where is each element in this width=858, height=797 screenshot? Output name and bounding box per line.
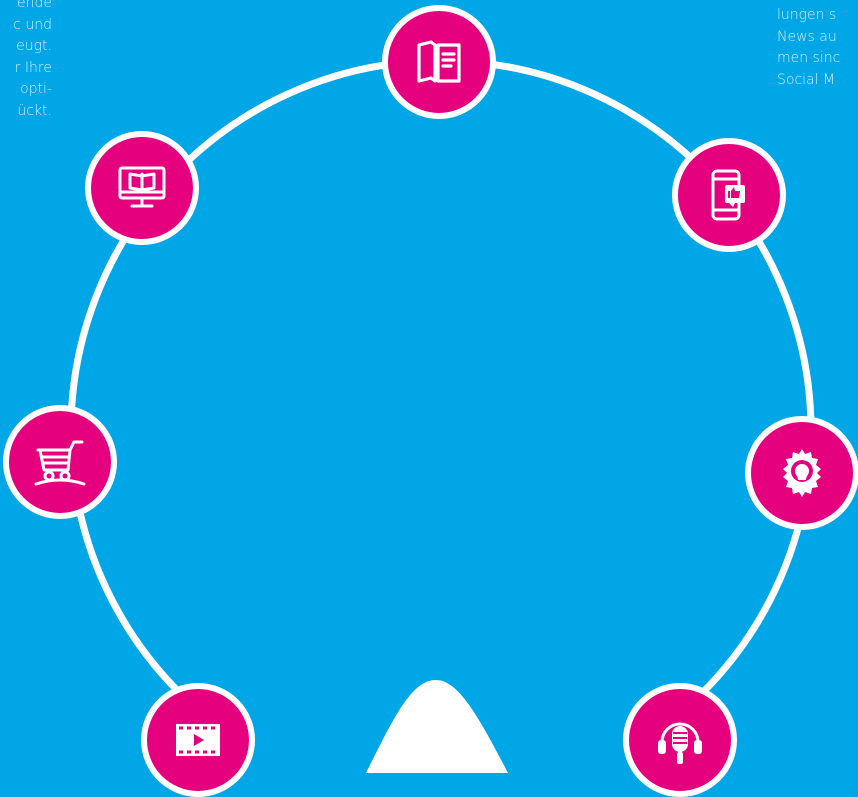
- smartphone-like-icon: [711, 169, 745, 221]
- open-book-document-icon: [417, 40, 461, 83]
- shopping-cart-icon: [34, 440, 86, 486]
- left-text-line: c und: [13, 16, 52, 33]
- book-node-button[interactable]: [382, 5, 496, 119]
- left-text-line: r Ihre: [14, 59, 52, 76]
- left-text-line: ückt.: [17, 102, 52, 119]
- left-text-line: ende: [17, 0, 52, 11]
- phone-node-button[interactable]: [672, 138, 786, 252]
- microphone-headphones-icon: [658, 722, 702, 764]
- right-text-line: lungen s: [777, 7, 837, 23]
- monitor-ebook-icon: [118, 166, 166, 208]
- cart-node-button[interactable]: [3, 405, 117, 519]
- video-node-button[interactable]: [141, 683, 255, 797]
- right-text-line: men sinc: [777, 50, 841, 66]
- left-text-line: eugt.: [16, 38, 52, 54]
- monitor-node-button[interactable]: [85, 131, 199, 245]
- right-text-line: Social M: [777, 71, 836, 88]
- idea-node-button[interactable]: [745, 416, 858, 530]
- left-text-block: ende c und eugt. r Ihre opti- ückt.: [13, 0, 52, 122]
- podcast-node-button[interactable]: [623, 683, 737, 797]
- left-text-line: opti-: [20, 81, 52, 97]
- lightbulb-gear-icon: [783, 449, 821, 497]
- right-text-block: lungen s News au men sinc Social M: [777, 5, 840, 91]
- video-play-icon: [176, 724, 220, 756]
- right-text-line: News au: [777, 28, 837, 45]
